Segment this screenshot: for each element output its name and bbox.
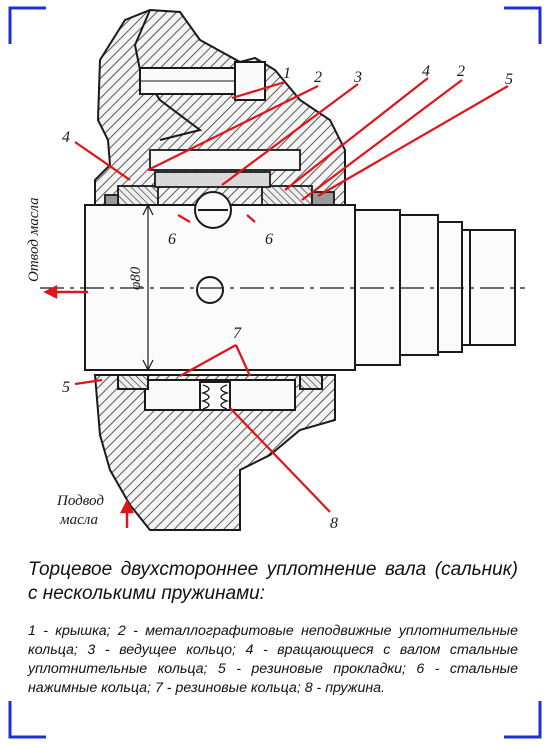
callout-1: 1 — [283, 65, 291, 82]
leader-lines — [74, 77, 509, 513]
seal-cross-section-drawing: φ80 1 2 3 4 2 5 4 — [26, 8, 525, 532]
upper-seal-rings — [104, 149, 335, 207]
callout-5a: 5 — [505, 71, 513, 88]
diameter-label: φ80 — [128, 266, 144, 290]
caption-legend-text: 1 - крышка; 2 - металлографитовые неподв… — [28, 623, 518, 696]
callout-4b: 4 — [62, 129, 70, 146]
caption-title: Торцевое двухстороннее уплотнение вала (… — [28, 559, 518, 604]
oil-inlet-label-line1: Подвод — [56, 493, 104, 509]
oil-outlet-label: Отвод масла — [26, 197, 42, 282]
lower-housing — [93, 374, 336, 531]
callout-2b: 2 — [457, 63, 465, 80]
callout-3: 3 — [353, 69, 362, 86]
oil-inlet-label-line2: масла — [59, 512, 98, 528]
callout-7: 7 — [233, 325, 242, 342]
callout-6b: 6 — [265, 231, 273, 248]
callout-5b: 5 — [62, 379, 70, 396]
oil-arrows — [43, 284, 135, 528]
callout-6a: 6 — [168, 231, 176, 248]
caption-legend: 1 - крышка; 2 - металлографитовые неподв… — [28, 622, 518, 698]
frame-corner-bottom-right — [502, 699, 542, 739]
frame-corner-top-left — [8, 6, 48, 46]
frame-corner-bottom-left — [8, 699, 48, 739]
shaft — [40, 191, 525, 372]
callout-4a: 4 — [422, 63, 430, 80]
callout-2a: 2 — [314, 69, 322, 86]
frame-corner-top-right — [502, 6, 542, 46]
callout-8: 8 — [330, 515, 338, 532]
cover-bolt — [139, 61, 266, 101]
